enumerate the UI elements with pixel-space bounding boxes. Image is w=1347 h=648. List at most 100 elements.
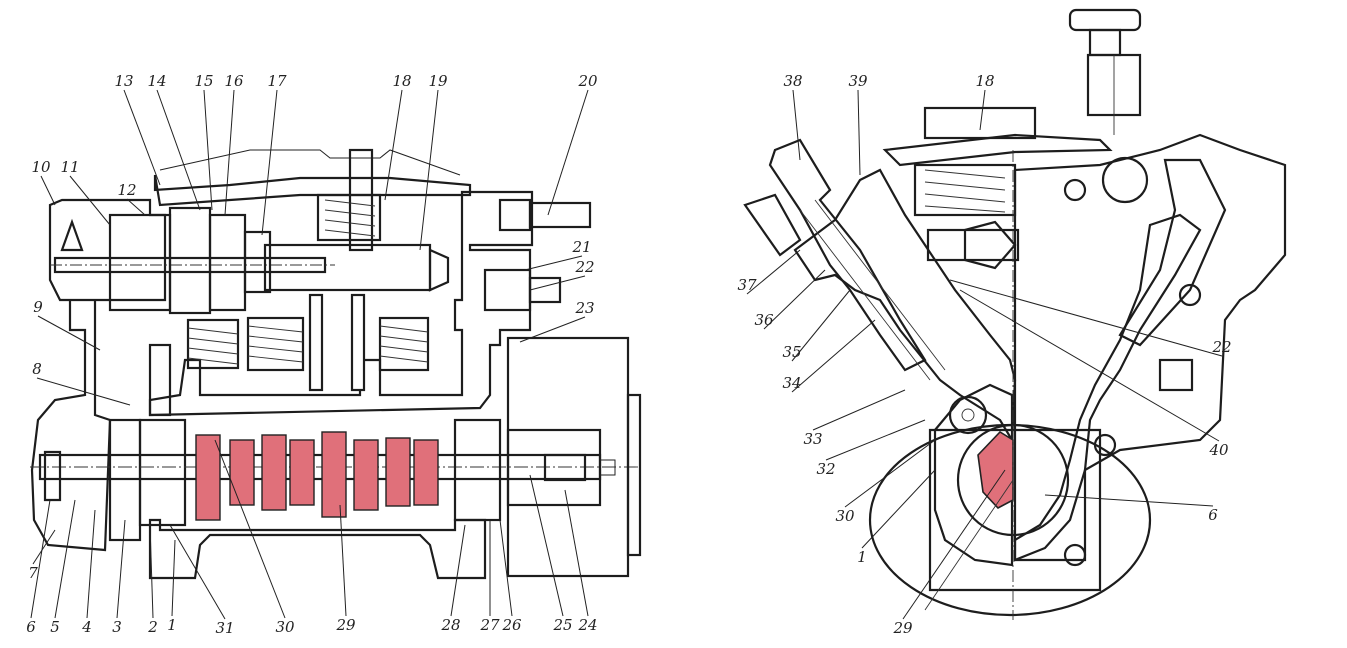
right-half-body <box>1013 133 1287 562</box>
spring-cup <box>208 213 247 312</box>
right-leader-18 <box>979 89 986 131</box>
roller-tappet <box>948 395 988 435</box>
right-leader-30 <box>844 439 936 508</box>
right-leader-6 <box>1044 494 1214 507</box>
left-callout-1: 1 <box>167 616 177 634</box>
left-leader-31 <box>169 524 226 620</box>
left-callout-5: 5 <box>50 618 60 636</box>
left-callout-3: 3 <box>112 618 122 636</box>
left-leader-26 <box>499 519 513 617</box>
left-callout-9: 9 <box>33 298 43 316</box>
plunger-springs <box>186 316 430 372</box>
right-callout-32: 32 <box>816 460 835 478</box>
left-leader-11 <box>69 175 111 226</box>
right-bank-housing <box>1013 213 1202 562</box>
right-pump-element <box>1118 158 1227 347</box>
left-callout-18: 18 <box>392 72 411 90</box>
left-leader-23 <box>519 316 586 343</box>
left-callout-7: 7 <box>28 564 38 582</box>
right-leader-36 <box>763 269 826 330</box>
left-callout-23: 23 <box>574 299 594 317</box>
left-leader-20 <box>547 89 589 216</box>
right-callout-39: 39 <box>848 72 868 90</box>
right-leader-22 <box>949 279 1223 357</box>
left-callout-30: 30 <box>275 618 295 636</box>
drive-coupling <box>506 336 642 578</box>
left-leader-7 <box>32 529 56 565</box>
right-callout-29: 29 <box>892 619 913 637</box>
left-leader-6 <box>30 499 51 619</box>
left-leader-13 <box>123 89 161 186</box>
left-leader-30 <box>214 439 286 619</box>
right-callout-1: 1 <box>857 548 867 566</box>
governor-spring <box>913 163 1017 217</box>
right-leader-32 <box>825 419 926 461</box>
right-callout-38: 38 <box>783 72 802 90</box>
left-leader-14 <box>156 89 201 211</box>
left-callout-14: 14 <box>147 72 166 90</box>
left-leader-3 <box>116 519 126 619</box>
left-leader-4 <box>86 509 96 619</box>
left-leader-17 <box>261 89 278 236</box>
right-callout-36: 36 <box>754 311 774 329</box>
front-bearing <box>138 418 187 527</box>
rack-tip <box>428 248 450 292</box>
left-leader-5 <box>54 499 76 619</box>
left-leader-25 <box>529 474 564 617</box>
cam-lobes <box>195 431 439 521</box>
control-rack-body <box>263 243 432 292</box>
left-leader-12 <box>126 198 146 216</box>
stop-handle <box>1068 8 1149 204</box>
pump-housing <box>148 190 534 417</box>
right-leader-39 <box>857 89 861 176</box>
rod-lever <box>963 220 1017 270</box>
right-callout-18: 18 <box>975 72 994 90</box>
right-view-leaders <box>746 89 1223 620</box>
left-leader-28 <box>450 524 466 617</box>
left-callout-27: 27 <box>479 616 500 634</box>
left-leader-16 <box>224 89 235 216</box>
right-callout-35: 35 <box>782 343 801 361</box>
delivery-valve <box>316 148 382 252</box>
right-leader-38 <box>792 89 801 161</box>
left-view-leaders <box>30 89 589 620</box>
right-leader-35 <box>791 289 851 362</box>
right-callout-37: 37 <box>737 276 757 294</box>
left-leader-21 <box>524 255 583 271</box>
left-leader-2 <box>149 524 154 619</box>
right-callout-30: 30 <box>835 507 855 525</box>
left-callout-6: 6 <box>26 618 36 636</box>
left-callout-31: 31 <box>215 619 234 637</box>
tappet-pin <box>961 408 975 422</box>
pump-housing-lower <box>148 518 487 580</box>
right-callout-6: 6 <box>1208 506 1218 524</box>
left-callout-8: 8 <box>32 360 42 378</box>
cam-profile <box>977 430 1014 509</box>
left-callout-12: 12 <box>117 181 136 199</box>
cover-bolts <box>923 106 1037 140</box>
housing-web <box>148 343 172 417</box>
right-leader-33 <box>812 389 906 431</box>
control-rod <box>926 228 1020 262</box>
left-leader-15 <box>203 89 213 211</box>
left-leader-22 <box>529 275 586 291</box>
left-callout-25: 25 <box>552 616 572 634</box>
cam-axis-line <box>924 479 1014 611</box>
left-callout-22: 22 <box>574 258 594 276</box>
right-leader-1 <box>861 469 936 549</box>
rear-bearing <box>453 418 502 522</box>
regulator-housing <box>30 198 167 552</box>
bearing-small <box>243 230 272 294</box>
right-callout-34: 34 <box>782 374 801 392</box>
left-leader-8 <box>36 377 131 406</box>
left-leader-1 <box>171 539 176 617</box>
right-callout-33: 33 <box>803 430 822 448</box>
left-pump-element <box>743 138 946 381</box>
cover-plate <box>159 149 461 176</box>
left-callout-13: 13 <box>114 72 133 90</box>
left-callout-2: 2 <box>147 618 158 636</box>
